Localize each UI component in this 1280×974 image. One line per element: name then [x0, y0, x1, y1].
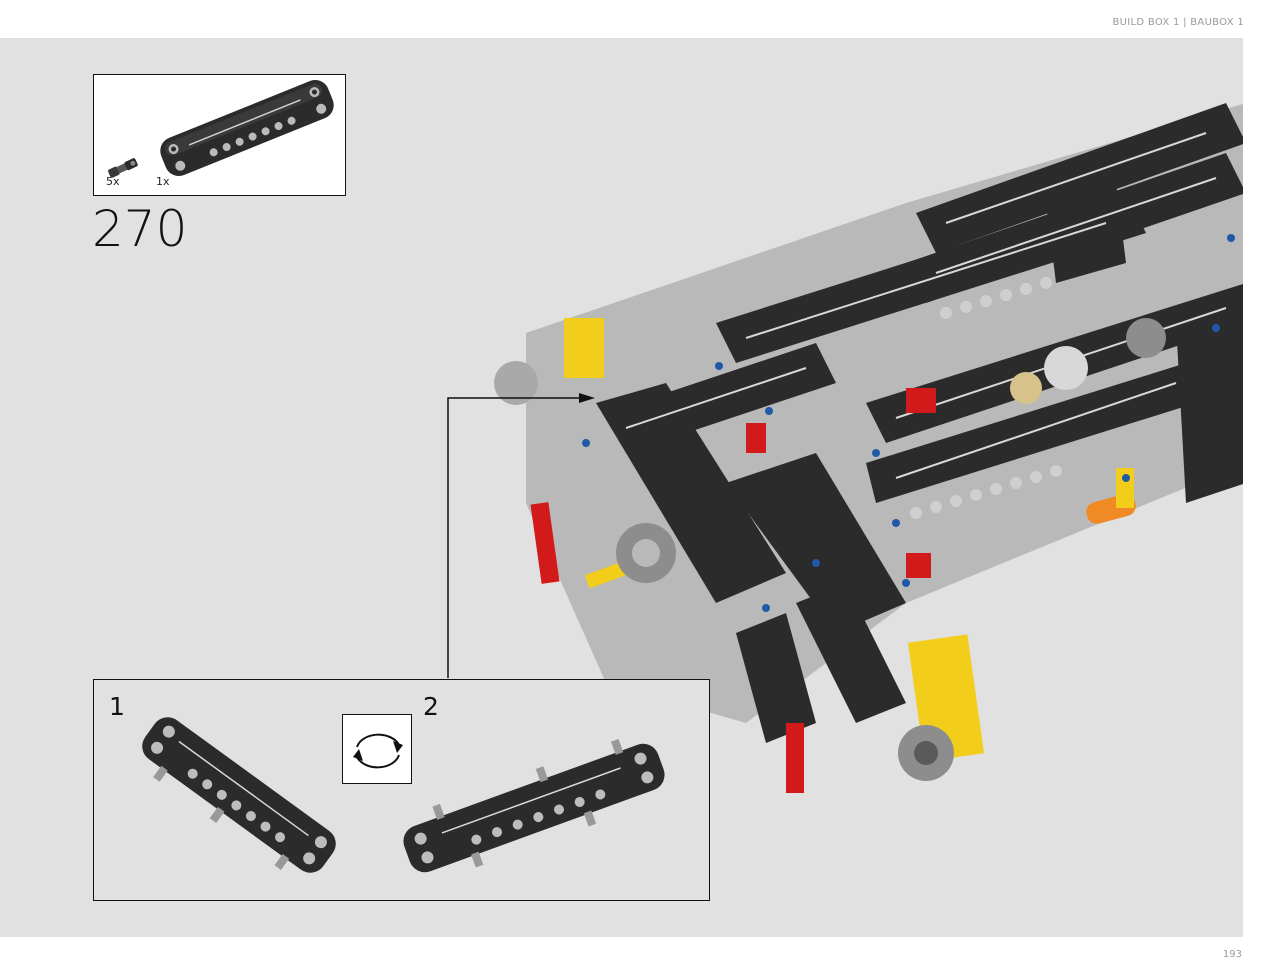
sub-step-number-2: 2 — [423, 692, 439, 721]
sub-step-number-1: 1 — [109, 692, 125, 721]
panel-view-1 — [142, 717, 336, 873]
pin-count: 5x — [106, 175, 120, 188]
panel-count: 1x — [156, 175, 170, 188]
chassis-model-illustration — [494, 103, 1243, 793]
flat-panel-icon — [160, 79, 334, 177]
page-header: BUILD BOX 1 | BAUBOX 1 — [1112, 17, 1244, 28]
step-number: 270 — [92, 200, 188, 258]
pin-icon — [108, 158, 138, 178]
instruction-panel: 5x 1x 270 — [0, 38, 1243, 937]
parts-callout: 5x 1x — [93, 74, 346, 196]
rotate-arrows-icon — [342, 714, 412, 784]
page-number: 193 — [1222, 949, 1242, 960]
panel-view-2 — [403, 738, 665, 873]
callout-connector-arrow — [447, 393, 595, 678]
sub-step-box: 1 2 — [93, 679, 710, 901]
